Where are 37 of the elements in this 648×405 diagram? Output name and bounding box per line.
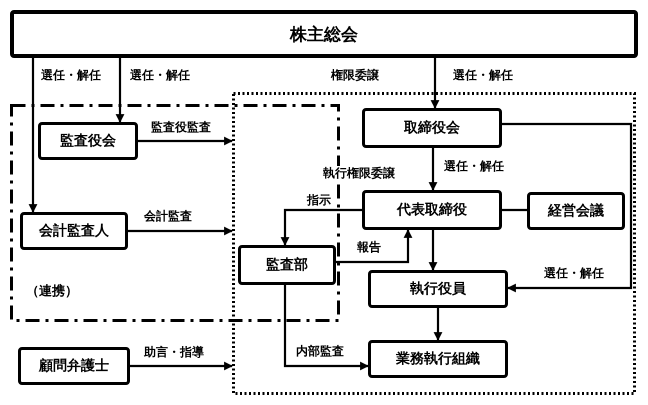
process-box: 監査役会 xyxy=(38,122,138,160)
arrow xyxy=(130,362,233,370)
process-box: 会計監査人 xyxy=(20,212,128,250)
arrow xyxy=(502,122,632,292)
edge-label: 内部監査 xyxy=(295,344,345,358)
arrow xyxy=(28,58,38,213)
annotation-label: 選任・解任 xyxy=(452,68,514,82)
edge-label: 権限委譲 xyxy=(330,68,380,82)
arrow xyxy=(336,229,412,264)
edge-label: 会計監査 xyxy=(143,209,193,223)
edge-label: 選任・解任 xyxy=(129,68,191,82)
edge-label: 選任・解任 xyxy=(543,266,605,280)
arrow xyxy=(428,230,438,271)
arrow xyxy=(428,148,438,191)
process-box: 監査部 xyxy=(238,245,336,285)
arrow xyxy=(280,208,362,246)
arrow xyxy=(434,308,442,341)
arrow xyxy=(284,285,369,370)
process-box: 取締役会 xyxy=(362,108,502,148)
process-box: 執行役員 xyxy=(368,270,508,308)
edge-label: 助言・指導 xyxy=(143,345,205,359)
arrow xyxy=(138,136,233,146)
process-box: 経営会議 xyxy=(527,192,625,230)
edge-label: 報告 xyxy=(356,240,382,254)
annotation-label: 執行権限委譲 xyxy=(322,166,396,180)
edge-label: 選任・解任 xyxy=(443,159,505,173)
arrow xyxy=(430,58,440,109)
edge-label: 監査役監査 xyxy=(150,120,212,134)
header-box: 株主総会 xyxy=(10,10,638,58)
arrow xyxy=(116,58,124,123)
process-box: 業務執行組織 xyxy=(368,340,508,378)
region-label: （連携） xyxy=(26,282,78,300)
arrow xyxy=(128,226,233,236)
process-box: 顧問弁護士 xyxy=(18,347,130,385)
process-box: 代表取締役 xyxy=(362,190,502,230)
edge-label: 選任・解任 xyxy=(40,68,102,82)
edge-label: 指示 xyxy=(306,193,332,207)
